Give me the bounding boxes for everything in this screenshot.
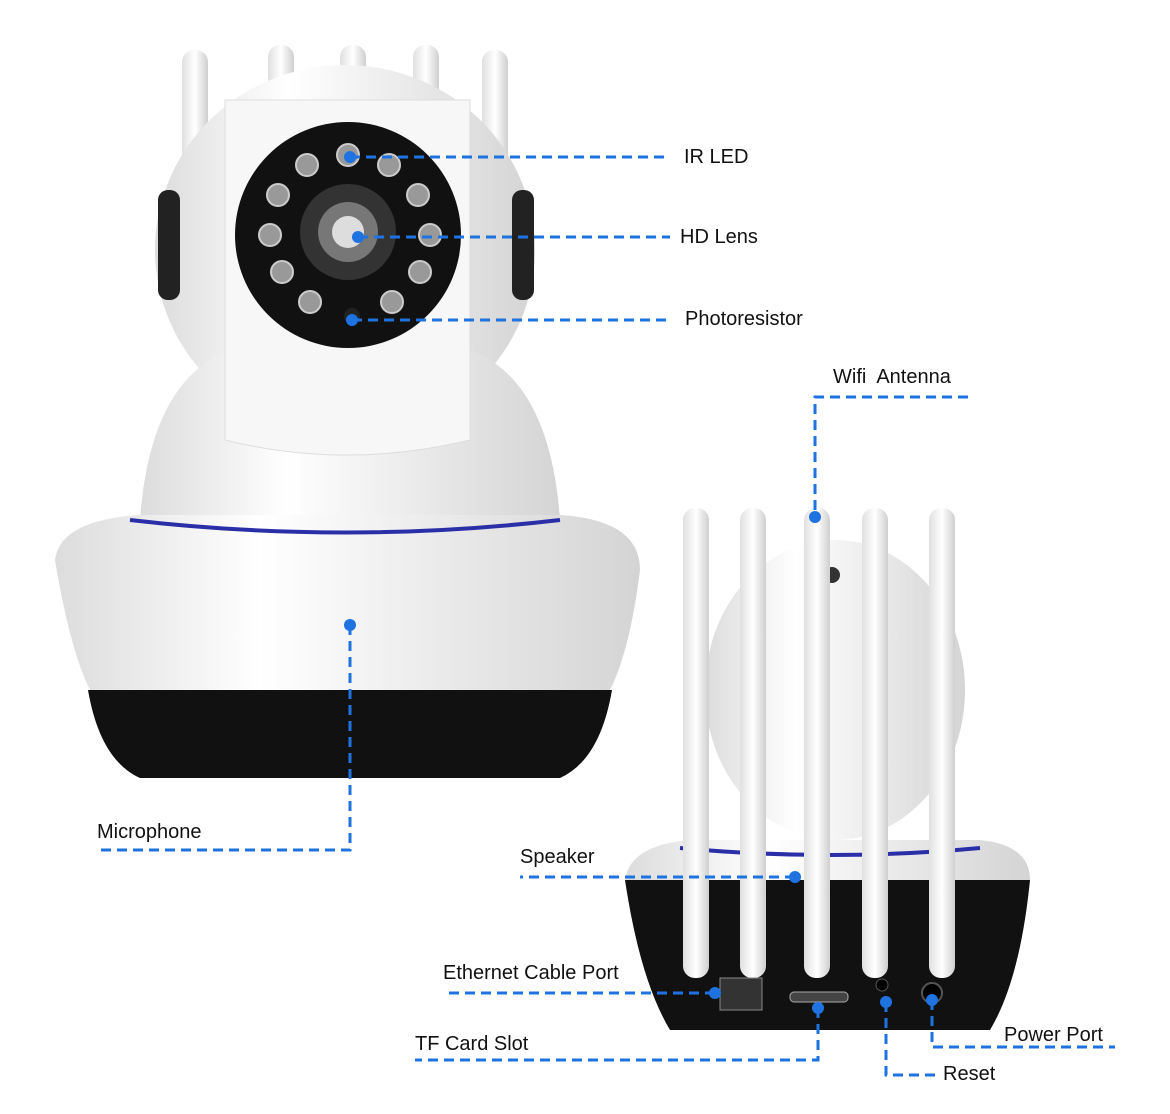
label-power-port: Power Port — [1004, 1024, 1103, 1046]
label-speaker: Speaker — [520, 846, 595, 868]
label-wifi-antenna: Wifi Antenna — [833, 366, 951, 388]
label-ethernet-port: Ethernet Cable Port — [443, 962, 619, 984]
back-camera — [625, 508, 1030, 1030]
label-ir-led: IR LED — [684, 146, 749, 168]
leader-lines — [95, 155, 1115, 1077]
leader-dots — [344, 151, 938, 1014]
leader-reset — [884, 1002, 940, 1077]
leader-tf-card — [415, 1008, 820, 1062]
label-photoresistor: Photoresistor — [685, 308, 803, 330]
label-hd-lens: HD Lens — [680, 226, 758, 248]
leader-microphone — [95, 625, 352, 852]
leader-power — [930, 1000, 1115, 1049]
label-reset: Reset — [943, 1063, 996, 1085]
label-microphone: Microphone — [97, 821, 202, 843]
front-camera — [55, 45, 640, 778]
label-tf-card-slot: TF Card Slot — [415, 1033, 529, 1055]
leader-wifi-antenna — [813, 395, 968, 517]
